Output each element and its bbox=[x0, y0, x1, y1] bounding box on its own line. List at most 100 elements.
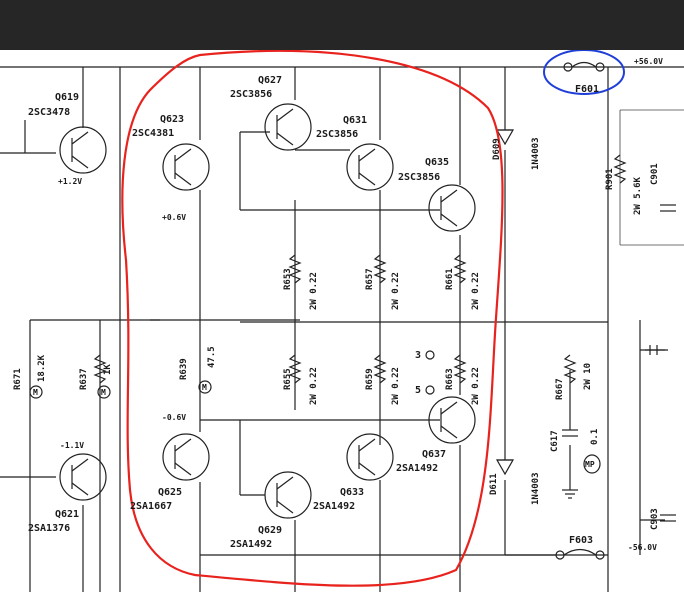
fuse-f601-symbol bbox=[563, 61, 605, 72]
transistor-q619-symbol bbox=[59, 126, 107, 174]
q623-ref-label: Q623 bbox=[160, 114, 184, 125]
transistor-q621-symbol bbox=[59, 453, 107, 501]
vertical-labels: R653 2W 0.22 R657 2W 0.22 R661 2W 0.22 R… bbox=[13, 137, 660, 530]
r637-m-mark: M bbox=[101, 388, 106, 397]
diode-symbols bbox=[495, 129, 515, 476]
r901-value-label: 2W 5.6K bbox=[633, 176, 643, 215]
resistor-r659-symbol bbox=[373, 354, 387, 384]
c901-ref-label: C901 bbox=[650, 163, 660, 185]
resistor-symbols bbox=[93, 154, 627, 384]
fuse-labels: F601 F603 bbox=[569, 84, 599, 546]
q635-ref-label: Q635 bbox=[425, 157, 449, 168]
transistor-q629-symbol bbox=[264, 471, 312, 519]
red-highlight-outline bbox=[121, 50, 504, 587]
q627-part-label: 2SC3856 bbox=[230, 89, 272, 100]
d611-part-label: 1N4003 bbox=[531, 472, 541, 505]
d609-part-label: 1N4003 bbox=[531, 137, 541, 170]
resistor-r655-symbol bbox=[288, 354, 302, 384]
r639-value-label: 47.5 bbox=[207, 346, 217, 368]
voltage-q623: +0.6V bbox=[162, 213, 186, 222]
r655-ref-label: R655 bbox=[283, 368, 293, 390]
ground-right-upper-symbol bbox=[645, 345, 668, 355]
r657-ref-label: R657 bbox=[365, 268, 375, 290]
q627-ref-label: Q627 bbox=[258, 75, 282, 86]
c617-ref-label: C617 bbox=[550, 430, 560, 452]
top-bar bbox=[0, 0, 684, 50]
transistor-q633-symbol bbox=[346, 433, 394, 481]
f603-ref-label: F603 bbox=[569, 535, 593, 546]
transistor-labels: Q619 2SC3478 Q623 2SC4381 Q627 2SC3856 Q… bbox=[28, 75, 449, 550]
r667-value-label: 2W 10 bbox=[583, 363, 593, 390]
resistor-r661-symbol bbox=[453, 254, 467, 284]
f601-ref-label: F601 bbox=[575, 84, 599, 95]
voltage-q625: -0.6V bbox=[162, 413, 186, 422]
c617-value-label: 0.1 bbox=[590, 429, 600, 445]
terminal-5-label: 5 bbox=[415, 385, 421, 396]
r653-value-label: 2W 0.22 bbox=[309, 272, 319, 310]
r659-ref-label: R659 bbox=[365, 368, 375, 390]
r639-ref-label: R639 bbox=[179, 358, 189, 380]
q631-ref-label: Q631 bbox=[343, 115, 367, 126]
r667-ref-label: R667 bbox=[555, 378, 565, 400]
c617-mp-mark: MP bbox=[585, 460, 595, 469]
q631-part-label: 2SC3856 bbox=[316, 129, 358, 140]
fuse-symbols bbox=[505, 61, 605, 560]
r637-value-label: 1K bbox=[103, 364, 113, 375]
voltage-q621: -1.1V bbox=[60, 441, 84, 450]
terminal-5-symbol bbox=[425, 385, 435, 395]
marking-symbols: M M M MP bbox=[29, 380, 601, 474]
r639-m-mark: M bbox=[202, 383, 207, 392]
transistor-q635-symbol bbox=[428, 184, 476, 232]
q637-ref-label: Q637 bbox=[422, 449, 446, 460]
r653-ref-label: R653 bbox=[283, 268, 293, 290]
r661-ref-label: R661 bbox=[445, 268, 455, 290]
q619-ref-label: Q619 bbox=[55, 92, 79, 103]
r657-value-label: 2W 0.22 bbox=[391, 272, 401, 310]
terminal-labels: 3 5 bbox=[415, 350, 421, 396]
diode-d611-symbol bbox=[495, 459, 515, 476]
terminal-3-symbol bbox=[425, 350, 435, 360]
capacitor-symbols bbox=[562, 204, 676, 522]
q629-part-label: 2SA1492 bbox=[230, 539, 272, 550]
c903-ref-label: C903 bbox=[650, 508, 660, 530]
resistor-r667-symbol bbox=[563, 354, 577, 384]
q629-ref-label: Q629 bbox=[258, 525, 282, 536]
capacitor-c617-symbol bbox=[562, 429, 578, 437]
q623-part-label: 2SC4381 bbox=[132, 128, 174, 139]
d609-ref-label: D609 bbox=[492, 138, 502, 160]
q633-ref-label: Q633 bbox=[340, 487, 364, 498]
transistor-q627-symbol bbox=[264, 103, 312, 151]
rail-positive-voltage: +56.0V bbox=[634, 57, 663, 66]
r901-ref-label: R901 bbox=[605, 168, 615, 190]
q637-part-label: 2SA1492 bbox=[396, 463, 438, 474]
transistor-symbols bbox=[59, 103, 476, 519]
r663-value-label: 2W 0.22 bbox=[471, 367, 481, 405]
resistor-r653-symbol bbox=[288, 254, 302, 284]
r659-value-label: 2W 0.22 bbox=[391, 367, 401, 405]
resistor-r657-symbol bbox=[373, 254, 387, 284]
blue-highlight-outline bbox=[543, 50, 625, 95]
q625-ref-label: Q625 bbox=[158, 487, 182, 498]
resistor-r637-symbol bbox=[93, 354, 107, 384]
r671-ref-label: R671 bbox=[13, 368, 23, 390]
voltage-labels: +1.2V +0.6V -1.1V -0.6V +56.0V -56.0V bbox=[58, 57, 663, 552]
d611-ref-label: D611 bbox=[489, 473, 499, 495]
diode-d609-symbol bbox=[495, 129, 515, 146]
r655-value-label: 2W 0.22 bbox=[309, 367, 319, 405]
resistor-r901-symbol bbox=[613, 154, 627, 184]
terminal-3-label: 3 bbox=[415, 350, 421, 361]
transistor-q623-symbol bbox=[162, 143, 210, 191]
transistor-q637-symbol bbox=[428, 396, 476, 444]
schematic-wires bbox=[0, 66, 684, 592]
r663-ref-label: R663 bbox=[445, 368, 455, 390]
resistor-r663-symbol bbox=[453, 354, 467, 384]
rail-negative-voltage: -56.0V bbox=[628, 543, 657, 552]
q621-ref-label: Q621 bbox=[55, 509, 79, 520]
q625-part-label: 2SA1667 bbox=[130, 501, 172, 512]
schematic: Q619 2SC3478 Q623 2SC4381 Q627 2SC3856 Q… bbox=[0, 50, 684, 592]
r671-value-label: 18.2K bbox=[37, 354, 47, 382]
transistor-q625-symbol bbox=[162, 433, 210, 481]
q621-part-label: 2SA1376 bbox=[28, 523, 70, 534]
r661-value-label: 2W 0.22 bbox=[471, 272, 481, 310]
capacitor-c901-symbol bbox=[660, 204, 676, 212]
